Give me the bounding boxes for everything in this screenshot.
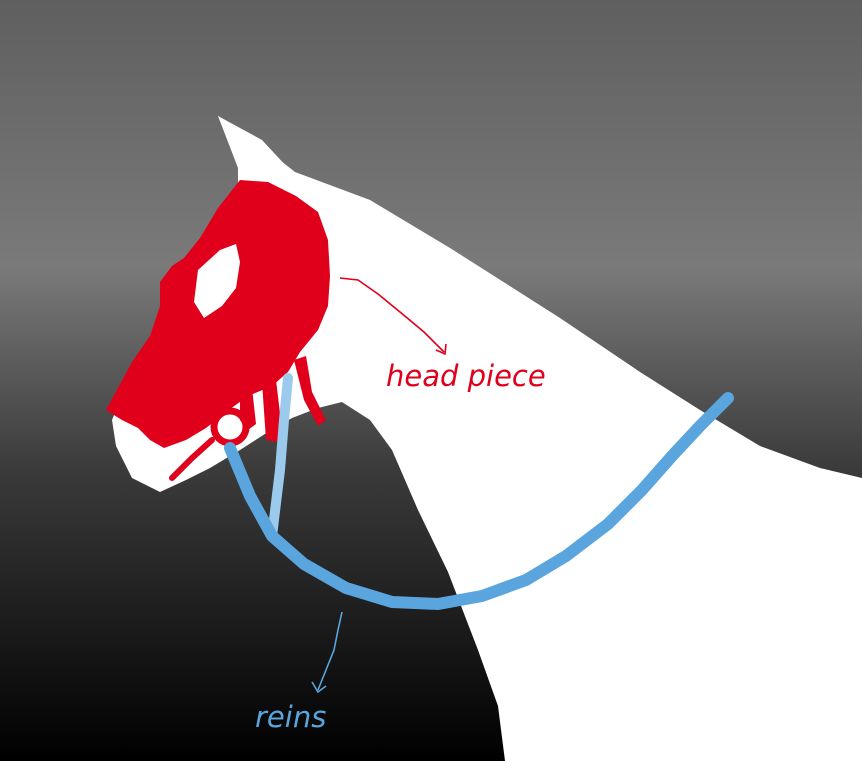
reins-icon xyxy=(224,392,734,610)
head-piece-arrowhead-icon xyxy=(435,343,447,356)
noseband-icon xyxy=(169,437,215,481)
reins-inner-icon xyxy=(267,373,293,541)
reins-arrowhead-icon xyxy=(311,681,327,694)
cheek-strap-icon xyxy=(262,380,282,442)
reins-arrow-icon xyxy=(317,611,343,691)
horse-ear-icon xyxy=(218,116,288,176)
reins-label: reins xyxy=(255,700,327,734)
head-piece-label: head piece xyxy=(386,359,546,393)
cheek-strap-icon xyxy=(294,356,326,426)
head-piece-eye-opening-icon xyxy=(194,244,240,318)
head-piece-arrow-icon xyxy=(339,277,445,353)
